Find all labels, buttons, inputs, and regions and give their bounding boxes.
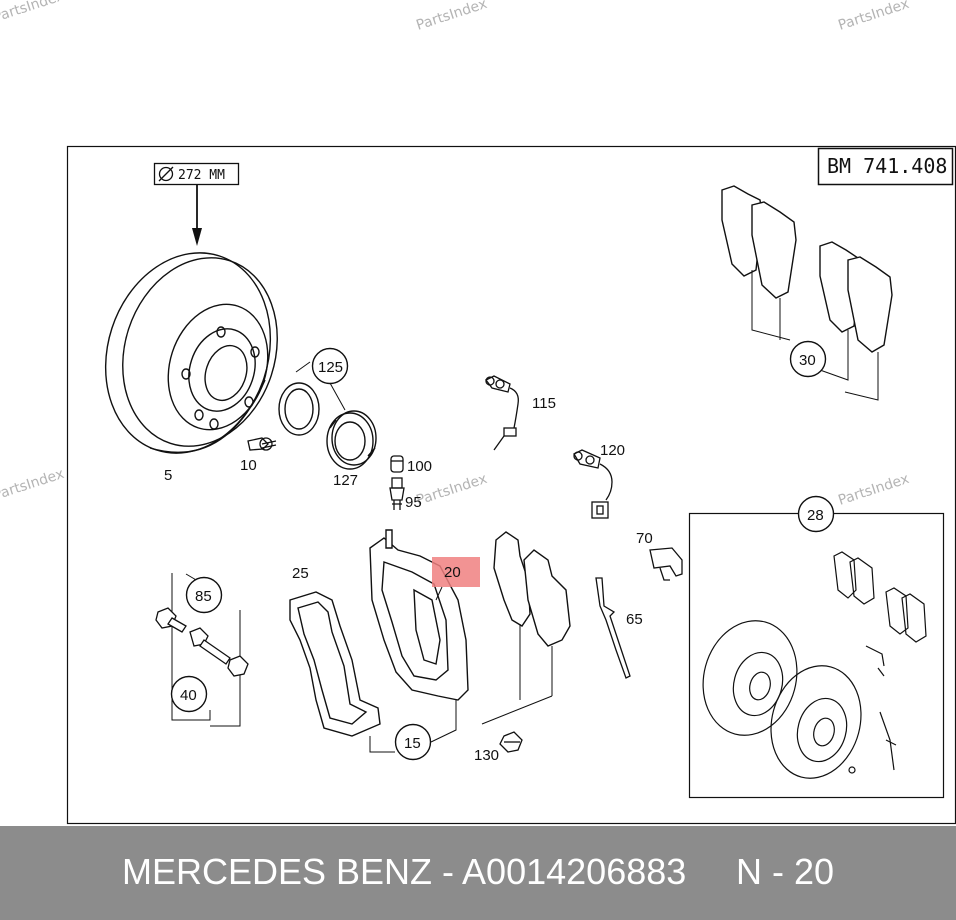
kit-inset-frame bbox=[688, 512, 945, 799]
watermark: PartsIndex bbox=[0, 0, 66, 26]
part-label-10: 10 bbox=[240, 457, 257, 474]
seal-ring bbox=[278, 382, 320, 436]
dimension-callout: 272 MM bbox=[153, 162, 240, 246]
clip-70 bbox=[649, 547, 683, 581]
brake-disc bbox=[104, 252, 278, 454]
dust-cap-100 bbox=[390, 455, 404, 473]
guide-pin-set bbox=[155, 607, 249, 677]
callout-28 bbox=[797, 495, 835, 533]
part-label-28: 28 bbox=[807, 507, 824, 524]
callout-40 bbox=[170, 675, 208, 713]
part-label-40: 40 bbox=[180, 687, 197, 704]
part-label-70: 70 bbox=[636, 530, 653, 547]
part-label-120: 120 bbox=[600, 442, 625, 459]
bolt-10 bbox=[247, 437, 277, 451]
watermark: PartsIndex bbox=[836, 0, 911, 34]
position-label: N - 20 bbox=[736, 851, 835, 892]
wear-sensor-115 bbox=[485, 375, 519, 451]
callout-85 bbox=[185, 576, 223, 614]
part-label-5: 5 bbox=[164, 467, 172, 484]
part-label-20: 20 bbox=[444, 564, 461, 581]
part-label-127: 127 bbox=[333, 472, 358, 489]
bolt-130 bbox=[499, 731, 523, 753]
watermark: PartsIndex bbox=[0, 466, 66, 504]
highlight-marker bbox=[432, 557, 480, 587]
watermark: PartsIndex bbox=[836, 471, 911, 509]
part-label-100: 100 bbox=[407, 458, 432, 475]
callout-30 bbox=[789, 340, 827, 378]
part-label-85: 85 bbox=[195, 588, 212, 605]
part-label-65: 65 bbox=[626, 611, 643, 628]
part-label-125: 125 bbox=[318, 359, 343, 376]
wheel-bearing bbox=[326, 410, 377, 470]
spring-65 bbox=[595, 577, 631, 679]
part-label-25: 25 bbox=[292, 565, 309, 582]
brake-pad-set-30 bbox=[721, 185, 893, 353]
wear-sensor-120 bbox=[573, 449, 613, 519]
caliper-pads bbox=[493, 531, 571, 647]
watermark: PartsIndex bbox=[414, 0, 489, 34]
part-label-30: 30 bbox=[799, 352, 816, 369]
callout-15 bbox=[394, 723, 432, 761]
dimension-label: 272 MM bbox=[178, 168, 225, 183]
diameter-icon bbox=[158, 166, 174, 182]
watermark: PartsIndex bbox=[414, 471, 489, 509]
caliper-bracket-25 bbox=[289, 591, 381, 737]
reference-code: BM 741.408 bbox=[827, 154, 947, 178]
brake-caliper-20 bbox=[369, 529, 469, 701]
kit-contents bbox=[702, 551, 927, 779]
parts-diagram: PartsIndex PartsIndex PartsIndex PartsIn… bbox=[0, 0, 956, 825]
part-label-95: 95 bbox=[405, 494, 422, 511]
part-label-130: 130 bbox=[474, 747, 499, 764]
part-number-title: MERCEDES BENZ - A0014206883 bbox=[122, 851, 687, 892]
bleeder-valve-95 bbox=[389, 477, 405, 510]
reference-box bbox=[817, 147, 954, 186]
part-label-15: 15 bbox=[404, 735, 421, 752]
footer-bar: MERCEDES BENZ - A0014206883 N - 20 bbox=[0, 826, 956, 920]
part-label-115: 115 bbox=[532, 395, 556, 412]
